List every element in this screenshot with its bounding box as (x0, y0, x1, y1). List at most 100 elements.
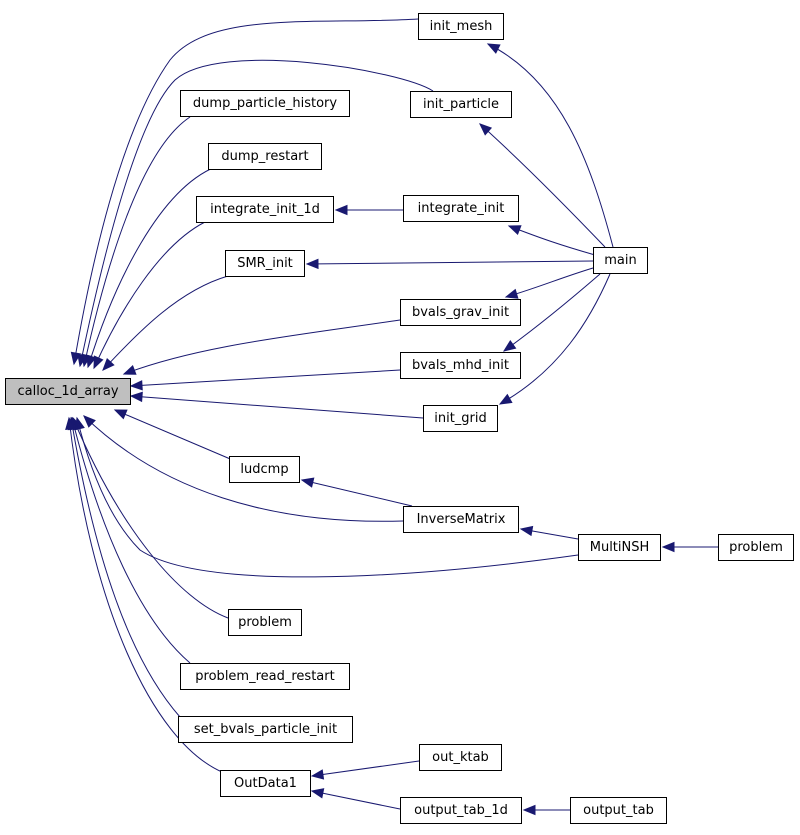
edge-line (301, 479, 413, 507)
node-out-ktab[interactable]: out_ktab (419, 744, 502, 771)
edge-line (73, 18, 419, 365)
edge-line (72, 417, 229, 619)
edge-multinsh-to-inverse-matrix (519, 525, 579, 540)
edge-line (311, 760, 420, 777)
node-output-tab-1d[interactable]: output_tab_1d (400, 797, 522, 824)
arrowhead-icon (486, 43, 501, 54)
edge-main-to-smr-init (305, 258, 594, 270)
arrowhead-icon (86, 354, 97, 369)
edge-outdata1-to-calloc (65, 416, 223, 773)
arrowhead-icon (507, 225, 522, 236)
edge-multinsh-to-calloc (74, 416, 579, 578)
arrowhead-icon (305, 258, 319, 270)
node-dump-restart[interactable]: dump_restart (208, 143, 322, 170)
arrowhead-icon (498, 393, 513, 405)
node-init-mesh[interactable]: init_mesh (418, 13, 504, 40)
edge-line (68, 417, 223, 773)
edge-output-tab-to-output-tab-1d (522, 804, 570, 816)
arrowhead-icon (310, 788, 325, 799)
arrowhead-icon (122, 365, 137, 375)
edge-set-bvals-particle-init-to-calloc (67, 416, 181, 718)
node-calloc-1d-array[interactable]: calloc_1d_array (5, 378, 131, 405)
arrowhead-icon (502, 340, 517, 352)
edge-line (76, 417, 579, 578)
edge-line (508, 225, 596, 256)
edge-main-to-init-mesh (486, 43, 614, 248)
node-multinsh[interactable]: MultiNSH (578, 534, 661, 561)
edge-problem-right-to-multinsh (661, 541, 718, 553)
edge-line (79, 59, 434, 367)
arrowhead-icon (504, 288, 519, 299)
edge-line (114, 409, 236, 462)
node-set-bvals-particle-init[interactable]: set_bvals_particle_init (178, 716, 353, 743)
node-output-tab[interactable]: output_tab (570, 797, 667, 824)
edge-main-to-bvals-mhd-init (502, 273, 601, 352)
edge-line (130, 369, 401, 387)
edge-line (499, 273, 611, 405)
edge-line (102, 275, 229, 371)
node-smr-init[interactable]: SMR_init (225, 250, 305, 277)
edge-inverse-matrix-to-ludcmp (300, 477, 413, 507)
edge-line (503, 273, 601, 352)
edge-line (487, 43, 614, 248)
node-problem-read-restart[interactable]: problem_read_restart (180, 663, 350, 690)
arrowhead-icon (522, 804, 536, 816)
edge-main-to-init-grid (498, 273, 611, 405)
edge-line (70, 417, 181, 718)
edge-line (93, 221, 206, 369)
edge-line (83, 116, 191, 367)
edge-line (505, 267, 594, 298)
edge-line (123, 319, 401, 375)
arrowhead-icon (661, 541, 675, 553)
edge-line (306, 260, 594, 265)
node-outdata1[interactable]: OutData1 (220, 770, 311, 797)
edge-main-to-integrate-init (507, 225, 596, 256)
arrowhead-icon (129, 380, 143, 391)
edge-dump-restart-to-calloc (86, 166, 216, 369)
edge-bvals-mhd-init-to-calloc (129, 369, 401, 391)
edge-inverse-matrix-to-calloc (83, 415, 404, 522)
arrowhead-icon (310, 769, 325, 780)
edge-output-tab-1d-to-outdata1 (310, 788, 401, 810)
edge-bvals-grav-init-to-calloc (122, 319, 401, 375)
arrowhead-icon (102, 357, 115, 371)
edge-line (479, 123, 606, 248)
edge-integrate-init-to-integrate-init-1d (334, 204, 403, 216)
node-bvals-mhd-init[interactable]: bvals_mhd_init (400, 352, 521, 379)
edge-line (83, 415, 404, 522)
arrowhead-icon (334, 204, 348, 216)
node-bvals-grav-init[interactable]: bvals_grav_init (400, 299, 521, 326)
edge-integrate-init-1d-to-calloc (93, 221, 206, 370)
arrowhead-icon (83, 415, 96, 428)
node-inverse-matrix[interactable]: InverseMatrix (403, 506, 519, 533)
arrowhead-icon (129, 391, 143, 403)
node-problem[interactable]: problem (228, 609, 302, 636)
arrowhead-icon (113, 409, 128, 420)
edge-problem-read-restart-to-calloc (69, 416, 191, 664)
arrowhead-icon (93, 355, 104, 370)
node-init-particle[interactable]: init_particle (410, 91, 512, 118)
arrowhead-icon (65, 416, 76, 431)
edge-ludcmp-to-calloc (113, 409, 236, 462)
node-main[interactable]: main (593, 247, 648, 274)
edge-line (311, 790, 401, 810)
node-init-grid[interactable]: init_grid (423, 405, 498, 432)
edge-init-grid-to-calloc (129, 391, 424, 419)
node-integrate-init[interactable]: integrate_init (403, 195, 519, 222)
arrowhead-icon (300, 477, 315, 488)
edge-line (71, 417, 191, 664)
arrowhead-icon (519, 525, 534, 537)
edge-out-ktab-to-outdata1 (310, 760, 420, 780)
node-ludcmp[interactable]: ludcmp (229, 456, 300, 483)
edge-smr-init-to-calloc (102, 275, 229, 371)
edge-line (130, 395, 424, 419)
node-problem-right[interactable]: problem (718, 534, 794, 561)
node-integrate-init-1d[interactable]: integrate_init_1d (196, 196, 334, 223)
edge-main-to-bvals-grav-init (504, 267, 594, 299)
edge-line (87, 166, 216, 368)
edge-main-to-init-particle (479, 123, 606, 248)
node-dump-particle-history[interactable]: dump_particle_history (180, 90, 350, 117)
arrowhead-icon (479, 123, 493, 136)
